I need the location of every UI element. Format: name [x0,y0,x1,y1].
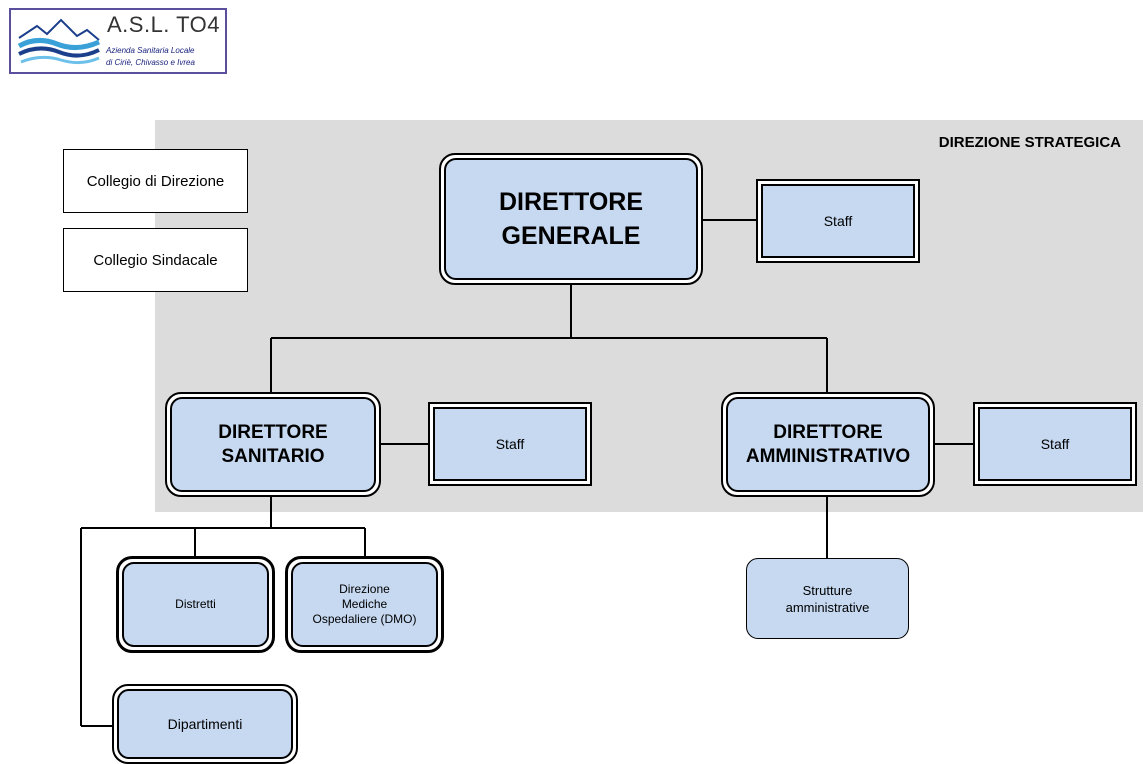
collegio-sindacale-label: Collegio Sindacale [93,251,218,269]
dmo-line2: Mediche [341,597,388,611]
strutture-line2: amministrative [785,599,870,615]
logo-subtitle-2: di Ciriè, Chivasso e Ivrea [106,58,195,67]
collegio-direzione-label: Collegio di Direzione [86,172,225,190]
dipartimenti-box: Dipartimenti [112,684,298,764]
collegio-sindacale-box: Collegio Sindacale [63,228,248,292]
staff-ds-label: Staff [495,436,525,452]
direttore-amministrativo-box: DIRETTORE AMMINISTRATIVO [721,392,935,497]
logo-title: A.S.L. TO4 [107,12,221,37]
staff-da-label: Staff [1040,436,1070,452]
dipartimenti-label: Dipartimenti [167,716,243,732]
asl-logo: A.S.L. TO4 Azienda Sanitaria Locale di C… [9,8,227,74]
dmo-line3: Ospedaliere (DMO) [312,612,417,626]
staff-da-box: Staff [973,402,1137,486]
direttore-sanitario-line1: DIRETTORE [218,421,328,443]
strutture-line1: Strutture [802,582,853,598]
distretti-box: Distretti [116,556,275,653]
direttore-sanitario-line2: SANITARIO [221,445,325,467]
direttore-generale-line2: GENERALE [501,222,641,250]
dmo-line1: Direzione [339,582,390,596]
staff-ds-box: Staff [428,402,592,486]
collegio-direzione-box: Collegio di Direzione [63,149,248,213]
distretti-label: Distretti [175,597,216,611]
direttore-amministrativo-line1: DIRETTORE [773,421,883,443]
staff-dg-box: Staff [756,179,920,263]
strategic-label: DIREZIONE STRATEGICA [938,134,1121,151]
dmo-box: Direzione Mediche Ospedaliere (DMO) [285,556,444,653]
logo-wave-icon [17,18,101,65]
staff-dg-label: Staff [823,213,853,229]
strutture-amministrative-box: Strutture amministrative [746,558,909,639]
logo-subtitle-1: Azienda Sanitaria Locale [106,46,195,55]
direttore-generale-box: DIRETTORE GENERALE [439,153,703,285]
direttore-generale-line1: DIRETTORE [499,188,643,216]
direttore-amministrativo-line2: AMMINISTRATIVO [745,445,911,467]
direttore-sanitario-box: DIRETTORE SANITARIO [165,392,381,497]
